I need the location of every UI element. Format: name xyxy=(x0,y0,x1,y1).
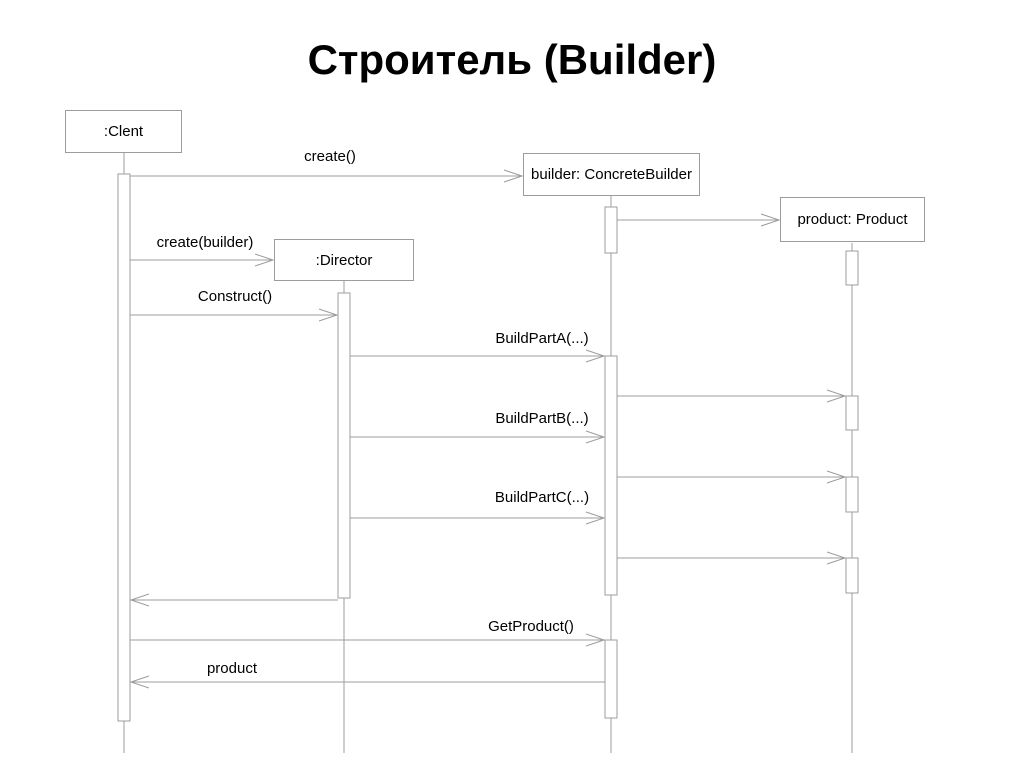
client-object-label: :Clent xyxy=(103,123,144,140)
client-activation xyxy=(117,173,131,722)
buildparta-message-label: BuildPartA(...) xyxy=(495,330,589,347)
product-activation-c xyxy=(845,557,859,594)
product-activation-b xyxy=(845,476,859,513)
buildparta-arrow-head xyxy=(585,349,606,363)
create-message-label: create() xyxy=(304,148,356,165)
builder-activation-create xyxy=(604,206,618,254)
product-return-arrow-head xyxy=(129,675,150,689)
builder-to-product-b-arrow-head xyxy=(826,470,847,484)
create-arrow-head xyxy=(503,169,524,183)
product-return-message-label: product xyxy=(206,660,258,677)
builder-to-product-a-arrow-head xyxy=(826,389,847,403)
product-object-label: product: Product xyxy=(797,211,908,228)
buildpartc-arrow-head xyxy=(585,511,606,525)
product-activation-create xyxy=(845,250,859,286)
construct-arrow-head xyxy=(318,308,339,322)
create-builder-arrow-head xyxy=(254,253,275,267)
buildpartb-message-label: BuildPartB(...) xyxy=(495,410,589,427)
client-object-box: :Clent xyxy=(65,110,182,153)
builder-creates-product-arrow-head xyxy=(760,213,781,227)
builder-object-box: builder: ConcreteBuilder xyxy=(523,153,700,196)
construct-message-label: Construct() xyxy=(197,288,273,305)
buildpartb-arrow-head xyxy=(585,430,606,444)
director-object-label: :Director xyxy=(315,251,373,269)
buildpartc-message-label: BuildPartC(...) xyxy=(494,489,590,506)
product-object-box: product: Product xyxy=(780,197,925,242)
builder-object-label: builder: ConcreteBuilder xyxy=(531,166,692,183)
product-activation-a xyxy=(845,395,859,431)
builder-to-product-c-arrow-head xyxy=(826,551,847,565)
builder-activation-construct xyxy=(604,355,618,596)
getproduct-message-label: GetProduct() xyxy=(488,618,574,635)
builder-activation-getproduct xyxy=(604,639,618,719)
getproduct-arrow-head xyxy=(585,633,606,647)
create-builder-message-label: create(builder) xyxy=(156,234,254,251)
director-activation xyxy=(337,292,351,599)
director-object-box: :Director xyxy=(274,239,414,281)
page-title: Строитель (Builder) xyxy=(307,36,717,83)
director-return-arrow-head xyxy=(129,593,150,607)
